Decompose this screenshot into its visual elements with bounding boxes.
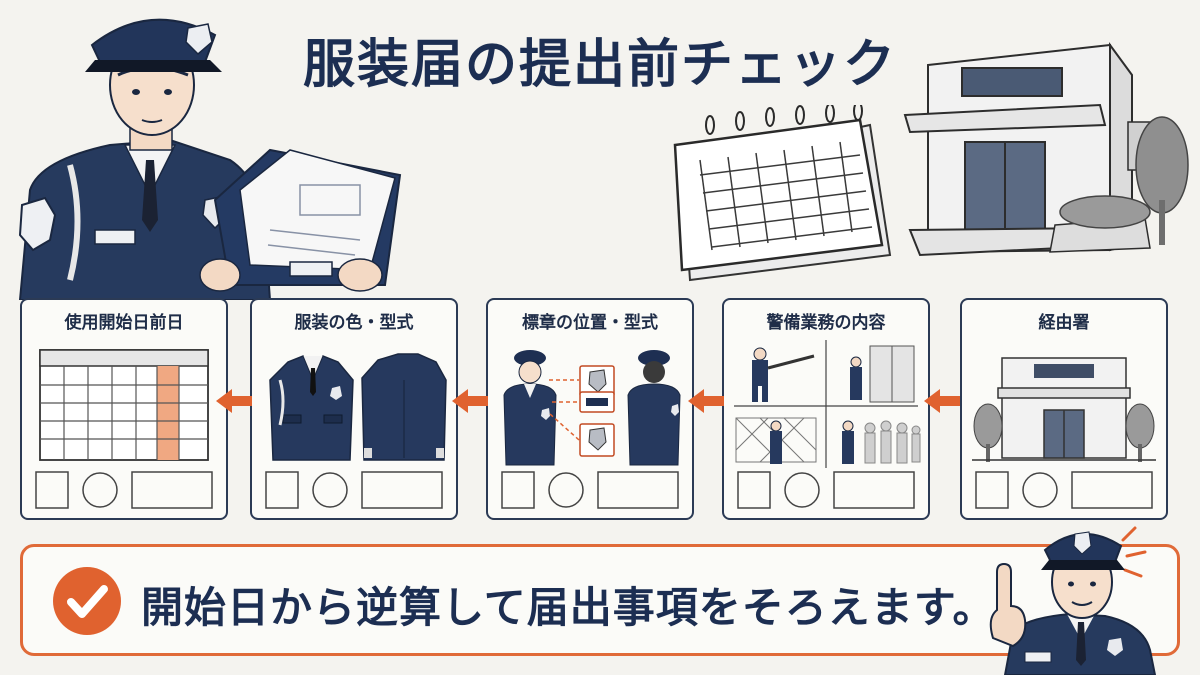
- desk-calendar-illustration: [673, 105, 892, 282]
- police-station-building-illustration: [903, 41, 1189, 257]
- flow-arrow-left-icon: [216, 389, 252, 413]
- check-icon: [53, 567, 121, 635]
- card-label: 警備業務の内容: [766, 313, 886, 333]
- card-start-date-eve: 使用開始日前日: [20, 298, 228, 520]
- card-via-police-station: 経由署: [960, 298, 1168, 520]
- calendar-icon: [39, 349, 209, 461]
- guard-pointing-illustration: [989, 526, 1157, 675]
- card-label: 標章の位置・型式: [522, 313, 658, 333]
- page-title: 服装届の提出前チェック: [302, 35, 897, 95]
- form-fields-placeholder: [975, 471, 1153, 509]
- form-fields-placeholder: [737, 471, 915, 509]
- police-station-icon: [972, 357, 1156, 462]
- card-label: 経由署: [1038, 313, 1090, 333]
- guard-reading-document-illustration: [18, 18, 402, 300]
- flow-arrow-left-icon: [452, 389, 488, 413]
- card-security-duty-content: 警備業務の内容: [722, 298, 930, 520]
- flow-arrow-left-icon: [924, 389, 960, 413]
- guard-duties-icon: [734, 340, 921, 468]
- form-fields-placeholder: [35, 471, 213, 509]
- card-emblem-position-type: 標章の位置・型式: [486, 298, 694, 520]
- emblem-position-icon: [503, 350, 681, 466]
- card-uniform-color-type: 服装の色・型式: [250, 298, 458, 520]
- form-fields-placeholder: [501, 471, 679, 509]
- card-label: 使用開始日前日: [64, 313, 184, 333]
- flow-arrow-left-icon: [688, 389, 724, 413]
- card-label: 服装の色・型式: [294, 313, 414, 333]
- form-fields-placeholder: [265, 471, 443, 509]
- uniform-jacket-icon: [269, 353, 447, 461]
- summary-text: 開始日から逆算して届出事項をそろえます。: [141, 583, 996, 632]
- summary-banner: 開始日から逆算して届出事項をそろえます。: [20, 544, 1180, 656]
